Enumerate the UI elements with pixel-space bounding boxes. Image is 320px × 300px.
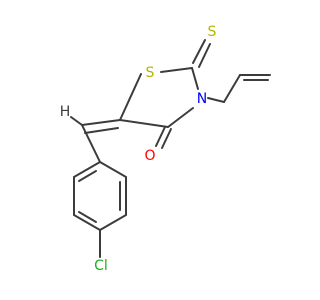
bond-s1-c2 <box>119 73 142 121</box>
bond-ar1-ar2 <box>99 161 127 178</box>
bonds <box>70 39 271 258</box>
hydrogen-label: H <box>60 104 71 120</box>
nitrogen-label: N <box>197 91 207 107</box>
bond-carbonyl-double-b <box>161 128 172 149</box>
bond-ch-h <box>70 116 83 126</box>
bond-ar3-ar4 <box>99 214 127 231</box>
bond-ch-aryl <box>81 124 101 163</box>
oxygen-label: O <box>144 148 155 164</box>
bond-n-ch2 <box>207 97 225 103</box>
bond-c-carbonyl-c2 <box>119 119 169 128</box>
chlorine-label: Cl <box>94 258 108 274</box>
bond-ar6-ar1 <box>73 161 101 178</box>
bond-c2-ch-single <box>81 119 121 126</box>
bond-aromatic-inner-b <box>78 211 97 223</box>
bond-c2-ch-double <box>84 127 119 134</box>
bond-thione-double-b <box>198 43 211 68</box>
bond-carbonyl-double-a <box>155 126 166 147</box>
bond-aromatic-inner-c <box>78 170 97 182</box>
chemical-structure-diagram: S S N O H Cl <box>60 24 271 274</box>
bond-ar4-ar5 <box>73 214 101 231</box>
bond-n-c-carbonyl <box>167 107 194 128</box>
sulfur-ring-label: S <box>146 65 155 81</box>
atom-labels: S S N O H Cl <box>60 24 217 274</box>
sulfur-thione-label: S <box>208 24 217 40</box>
bond-c-thione-n <box>191 67 199 90</box>
bond-s1-c-thione <box>160 67 193 73</box>
bond-ch2-ch <box>223 74 241 103</box>
bond-thione-double-a <box>192 39 206 64</box>
